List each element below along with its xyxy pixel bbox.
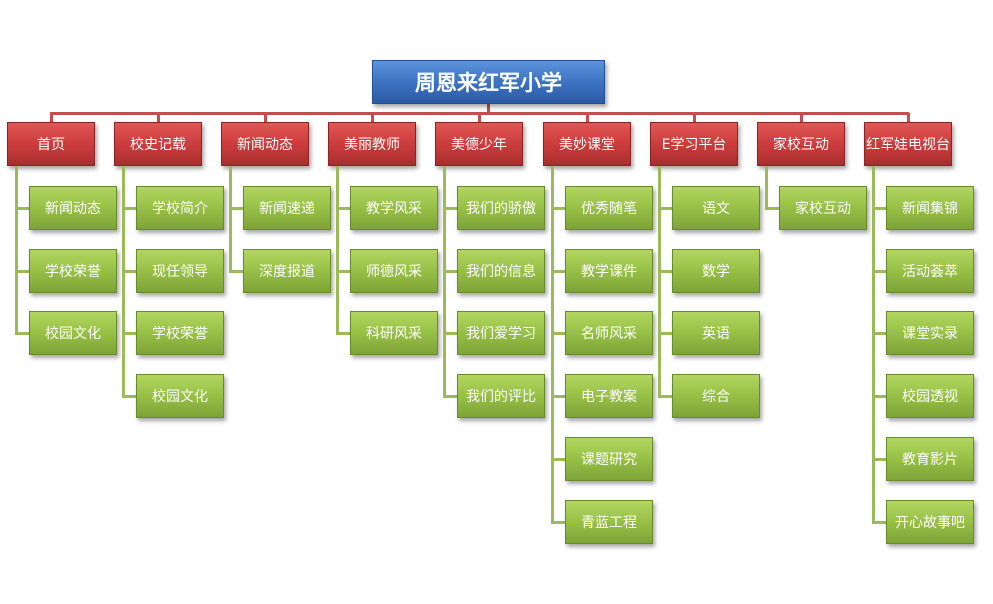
- item-branch-line: [872, 270, 887, 273]
- item-branch-line: [551, 332, 566, 335]
- item-node[interactable]: 新闻集锦: [886, 186, 974, 230]
- category-node[interactable]: 首页: [7, 122, 95, 166]
- category-connector: [586, 113, 589, 123]
- category-node[interactable]: E学习平台: [650, 122, 738, 166]
- item-node[interactable]: 我们爱学习: [457, 311, 545, 355]
- item-trunk-line: [15, 166, 18, 335]
- item-branch-line: [872, 207, 887, 210]
- item-node[interactable]: 英语: [672, 311, 760, 355]
- item-node[interactable]: 我们的信息: [457, 249, 545, 293]
- item-node[interactable]: 家校互动: [779, 186, 867, 230]
- item-branch-line: [229, 270, 244, 273]
- item-branch-line: [443, 332, 458, 335]
- item-branch-line: [15, 270, 30, 273]
- item-branch-line: [551, 521, 566, 524]
- item-node[interactable]: 学校荣誉: [29, 249, 117, 293]
- category-connector: [264, 113, 267, 123]
- category-node[interactable]: 美德少年: [435, 122, 523, 166]
- category-connector: [693, 113, 696, 123]
- item-node[interactable]: 师德风采: [350, 249, 438, 293]
- root-node[interactable]: 周恩来红军小学: [372, 60, 605, 104]
- item-node[interactable]: 教学课件: [565, 249, 653, 293]
- item-branch-line: [658, 270, 673, 273]
- item-node[interactable]: 学校简介: [136, 186, 224, 230]
- item-node[interactable]: 教育影片: [886, 437, 974, 481]
- item-node[interactable]: 电子教案: [565, 374, 653, 418]
- item-branch-line: [658, 395, 673, 398]
- item-branch-line: [122, 207, 137, 210]
- item-node[interactable]: 语文: [672, 186, 760, 230]
- item-trunk-line: [551, 166, 554, 524]
- item-trunk-line: [658, 166, 661, 398]
- category-node[interactable]: 新闻动态: [221, 122, 309, 166]
- category-node[interactable]: 家校互动: [757, 122, 845, 166]
- item-branch-line: [872, 521, 887, 524]
- item-node[interactable]: 我们的评比: [457, 374, 545, 418]
- item-node[interactable]: 我们的骄傲: [457, 186, 545, 230]
- item-trunk-line: [336, 166, 339, 335]
- item-node[interactable]: 名师风采: [565, 311, 653, 355]
- item-branch-line: [229, 207, 244, 210]
- category-node[interactable]: 红军娃电视台: [864, 122, 952, 166]
- item-branch-line: [443, 395, 458, 398]
- item-node[interactable]: 现任领导: [136, 249, 224, 293]
- item-branch-line: [872, 332, 887, 335]
- item-branch-line: [336, 270, 351, 273]
- item-branch-line: [122, 270, 137, 273]
- item-node[interactable]: 优秀随笔: [565, 186, 653, 230]
- item-branch-line: [15, 332, 30, 335]
- item-trunk-line: [122, 166, 125, 398]
- item-node[interactable]: 青蓝工程: [565, 500, 653, 544]
- item-node[interactable]: 校园文化: [29, 311, 117, 355]
- item-node[interactable]: 新闻速递: [243, 186, 331, 230]
- category-connector: [907, 113, 910, 123]
- category-connector: [371, 113, 374, 123]
- item-branch-line: [15, 207, 30, 210]
- item-node[interactable]: 深度报道: [243, 249, 331, 293]
- item-node[interactable]: 活动荟萃: [886, 249, 974, 293]
- item-node[interactable]: 校园文化: [136, 374, 224, 418]
- item-branch-line: [551, 270, 566, 273]
- category-connector: [478, 113, 481, 123]
- item-branch-line: [443, 270, 458, 273]
- item-branch-line: [872, 395, 887, 398]
- item-trunk-line: [229, 166, 232, 273]
- category-node[interactable]: 校史记载: [114, 122, 202, 166]
- category-connector: [50, 113, 53, 123]
- item-trunk-line: [765, 166, 768, 210]
- item-node[interactable]: 校园透视: [886, 374, 974, 418]
- item-node[interactable]: 数学: [672, 249, 760, 293]
- item-branch-line: [765, 207, 780, 210]
- item-branch-line: [551, 395, 566, 398]
- item-branch-line: [443, 207, 458, 210]
- category-node[interactable]: 美妙课堂: [543, 122, 631, 166]
- category-connector: [800, 113, 803, 123]
- category-node[interactable]: 美丽教师: [328, 122, 416, 166]
- category-connector: [157, 113, 160, 123]
- item-node[interactable]: 科研风采: [350, 311, 438, 355]
- item-branch-line: [122, 332, 137, 335]
- item-node[interactable]: 教学风采: [350, 186, 438, 230]
- item-node[interactable]: 开心故事吧: [886, 500, 974, 544]
- item-node[interactable]: 课题研究: [565, 437, 653, 481]
- item-branch-line: [122, 395, 137, 398]
- item-branch-line: [336, 207, 351, 210]
- item-node[interactable]: 学校荣誉: [136, 311, 224, 355]
- item-trunk-line: [443, 166, 446, 398]
- item-branch-line: [336, 332, 351, 335]
- item-node[interactable]: 新闻动态: [29, 186, 117, 230]
- item-branch-line: [872, 458, 887, 461]
- item-trunk-line: [872, 166, 875, 524]
- root-connector: [487, 104, 490, 114]
- item-node[interactable]: 课堂实录: [886, 311, 974, 355]
- item-branch-line: [551, 458, 566, 461]
- item-branch-line: [551, 207, 566, 210]
- item-node[interactable]: 综合: [672, 374, 760, 418]
- item-branch-line: [658, 207, 673, 210]
- item-branch-line: [658, 332, 673, 335]
